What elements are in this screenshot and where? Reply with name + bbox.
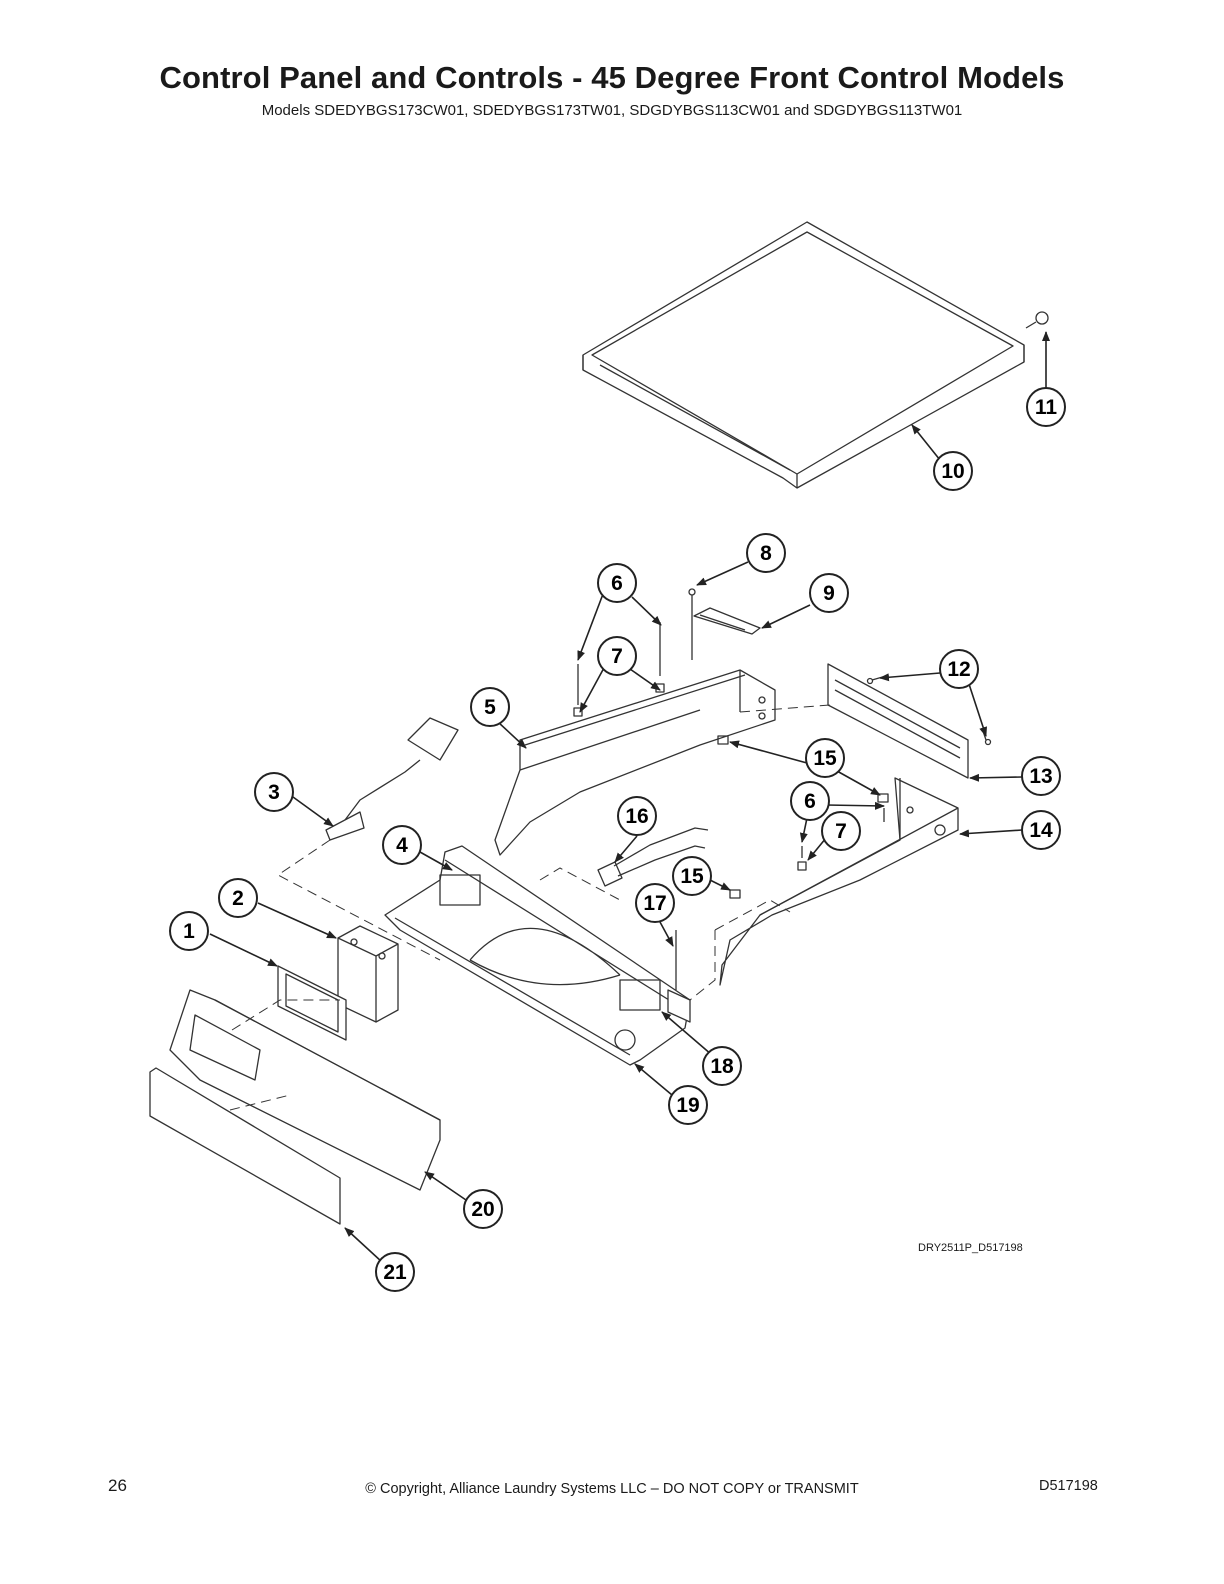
svg-text:7: 7	[611, 645, 623, 668]
hinge-bracket-part	[667, 989, 691, 1023]
svg-text:15: 15	[813, 747, 837, 770]
copyright-notice: © Copyright, Alliance Laundry Systems LL…	[365, 1481, 859, 1497]
svg-text:4: 4	[396, 834, 408, 857]
screw-part-8	[688, 588, 696, 660]
svg-text:7: 7	[835, 820, 847, 843]
callout-16: 16	[617, 796, 657, 836]
assembly-lines	[229, 704, 831, 1111]
overlay-part	[149, 1067, 341, 1225]
callout-17: 17	[635, 883, 675, 923]
callout-6: 6	[597, 563, 637, 603]
svg-text:10: 10	[941, 460, 964, 483]
callout-5: 5	[470, 687, 510, 727]
callout-7-right: 7	[821, 811, 861, 851]
callout-2: 2	[218, 878, 258, 918]
left-bracket-part	[494, 669, 776, 856]
callout-6-right: 6	[790, 781, 830, 821]
screw-part	[1025, 311, 1049, 329]
callout-20: 20	[463, 1189, 503, 1229]
svg-text:16: 16	[625, 805, 648, 828]
callout-15: 15	[805, 738, 845, 778]
svg-text:3: 3	[268, 781, 280, 804]
callout-3: 3	[254, 772, 294, 812]
svg-text:6: 6	[804, 790, 816, 813]
svg-text:5: 5	[484, 696, 496, 719]
front-console-part	[169, 989, 441, 1191]
callout-11: 11	[1026, 387, 1066, 427]
svg-text:20: 20	[471, 1198, 494, 1221]
wire-harness-part-16	[597, 827, 709, 887]
top-panel-part	[582, 221, 1025, 489]
figure-code: DRY2511P_D517198	[918, 1242, 1023, 1254]
svg-text:13: 13	[1029, 765, 1052, 788]
svg-text:2: 2	[232, 887, 244, 910]
svg-text:12: 12	[947, 658, 970, 681]
callout-bubbles: 1 2 3 4 5 6 7 8 9 10 11 12 13 14 15 16 1…	[169, 387, 1066, 1292]
svg-text:14: 14	[1029, 819, 1053, 842]
svg-text:8: 8	[760, 542, 772, 565]
callout-13: 13	[1021, 756, 1061, 796]
callout-1: 1	[169, 911, 209, 951]
display-frame-part	[277, 965, 347, 1041]
svg-text:19: 19	[676, 1094, 699, 1117]
svg-text:9: 9	[823, 582, 835, 605]
svg-text:21: 21	[383, 1261, 407, 1284]
callout-21: 21	[375, 1252, 415, 1292]
callout-10: 10	[933, 451, 973, 491]
bracket-part	[693, 607, 761, 635]
wire-harness-part	[325, 717, 459, 841]
console-base-part	[384, 845, 691, 1066]
callout-4: 4	[382, 825, 422, 865]
right-bracket-part	[719, 777, 959, 986]
models-subtitle: Models SDEDYBGS173CW01, SDEDYBGS173TW01,…	[261, 102, 963, 119]
svg-text:6: 6	[611, 572, 623, 595]
svg-text:15: 15	[680, 865, 704, 888]
callout-8: 8	[746, 533, 786, 573]
callout-14: 14	[1021, 810, 1061, 850]
callout-15-lower: 15	[672, 856, 712, 896]
control-board-part	[337, 925, 399, 1023]
callout-12: 12	[939, 649, 979, 689]
callout-19: 19	[668, 1085, 708, 1125]
leader-lines	[209, 331, 1050, 1263]
document-number: D517198	[1039, 1478, 1098, 1494]
callout-18: 18	[702, 1046, 742, 1086]
svg-text:17: 17	[643, 892, 666, 915]
page-title: Control Panel and Controls - 45 Degree F…	[159, 60, 1065, 95]
svg-text:18: 18	[710, 1055, 734, 1078]
callout-7: 7	[597, 636, 637, 676]
svg-text:11: 11	[1035, 396, 1058, 419]
rear-plate-part	[827, 663, 969, 779]
screw-part-6-right	[797, 808, 885, 871]
svg-text:1: 1	[183, 920, 195, 943]
callout-9: 9	[809, 573, 849, 613]
page-number: 26	[108, 1476, 127, 1495]
